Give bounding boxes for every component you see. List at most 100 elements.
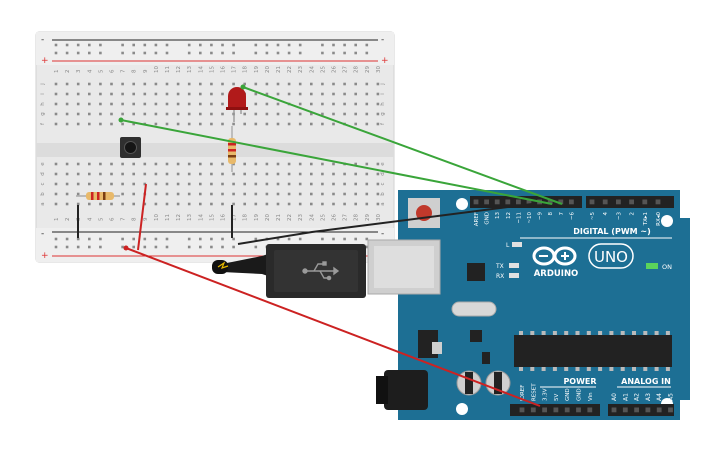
header-pin-hole[interactable] [634,407,639,413]
header-pin-hole[interactable] [589,199,595,205]
digital-pin-label: ~11 [516,212,522,224]
breadboard-rail-hole [88,51,91,55]
header-pin-hole[interactable] [519,407,525,413]
header-pin-hole[interactable] [547,199,553,205]
header-pin-hole[interactable] [526,199,532,205]
breadboard-hole [243,122,246,126]
breadboard-hole [254,182,258,186]
mount-hole [661,215,673,227]
breadboard-hole [332,162,335,166]
column-number: 10 [154,214,160,221]
breadboard-hole [310,112,313,116]
header-pin-hole[interactable] [656,407,662,413]
dc-power-jack[interactable] [376,370,428,410]
column-number: 14 [198,214,204,221]
header-pin-hole[interactable] [611,407,617,413]
breadboard-hole [365,202,369,206]
header-pin-hole[interactable] [484,199,489,205]
breadboard-hole [287,162,291,166]
breadboard-hole [88,162,91,166]
breadboard-hole [265,92,269,96]
breadboard-hole [310,202,313,206]
breadboard-hole [110,182,113,186]
breadboard-hole [232,172,235,176]
header-pin-hole[interactable] [602,199,608,205]
breadboard-hole [354,102,357,106]
breadboard-hole [376,172,380,176]
breadboard-rail-hole [132,245,135,249]
header-pin-hole[interactable] [576,407,581,413]
breadboard-hole [210,92,213,96]
breadboard-rail-hole [199,237,202,241]
breadboard-hole [88,172,91,176]
analog-pin-label: A3 [645,393,652,401]
column-number: 13 [187,214,193,221]
wire-ground[interactable] [237,203,533,245]
breadboard-rail-hole [165,51,169,55]
header-pin-hole[interactable] [553,407,559,413]
header-pin-hole[interactable] [494,199,500,205]
header-pin-hole[interactable] [569,199,574,205]
breadboard-hole [199,112,202,116]
pushbutton[interactable] [120,137,141,158]
breadboard-rail-hole [232,51,235,55]
breadboard-hole [354,182,357,186]
column-number: 22 [287,66,293,73]
header-pin-hole[interactable] [542,407,547,413]
header-pin-hole[interactable] [629,199,634,205]
row-letter: b [40,192,46,196]
resistor-horizontal[interactable] [76,192,120,200]
breadboard-hole [154,202,158,206]
resistor-vertical[interactable] [228,126,236,172]
breadboard-hole [343,172,346,176]
wire-led-to-pin[interactable] [242,86,563,205]
jumper-wire-red[interactable] [137,183,147,251]
chip-pin [632,367,636,371]
usb-cable[interactable] [212,244,366,298]
header-pin-hole[interactable] [530,407,536,413]
header-pin-hole[interactable] [642,199,648,205]
breadboard-hole [187,162,191,166]
header-pin-hole[interactable] [505,199,511,205]
digital-label: DIGITAL (PWM ~) [573,227,651,236]
header-pin-hole[interactable] [473,199,479,205]
header-pin-hole[interactable] [645,407,651,413]
breadboard-hole [354,172,357,176]
breadboard-hole [243,202,246,206]
breadboard-hole [276,122,280,126]
breadboard-hole [154,172,158,176]
voltage-regulator-tab [432,342,442,354]
header-pin-hole[interactable] [564,407,570,413]
breadboard-rail-hole [121,245,124,249]
usb-port[interactable] [367,239,441,295]
led[interactable] [226,87,248,122]
column-number: 8 [132,217,138,221]
breadboard-hole [54,112,58,116]
header-pin-hole[interactable] [516,199,521,205]
breadboard-hole [187,102,191,106]
breadboard-hole [143,112,147,116]
header-pin-hole[interactable] [622,407,628,413]
breadboard-hole [254,112,258,116]
reset-button[interactable] [408,198,440,228]
breadboard-hole [65,162,69,166]
header-pin-hole[interactable] [587,407,593,413]
wire-5v[interactable] [125,247,541,407]
chip-pin [665,331,670,335]
header-pin-hole[interactable] [558,199,564,205]
rail-plus-label: + [41,56,49,66]
breadboard-rail-hole [99,245,102,249]
breadboard-rail-hole [232,43,235,47]
breadboard-hole [121,92,124,96]
header-pin-hole[interactable] [616,199,621,205]
breadboard-hole [121,162,124,166]
header-pin-hole[interactable] [668,407,673,413]
led-tx-label: TX [495,263,504,270]
breadboard-hole [132,172,135,176]
breadboard-hole [254,172,258,176]
breadboard-hole [276,202,280,206]
header-pin-hole[interactable] [655,199,661,205]
chip-pin [654,367,659,371]
wire-button-to-pin[interactable] [120,119,553,205]
